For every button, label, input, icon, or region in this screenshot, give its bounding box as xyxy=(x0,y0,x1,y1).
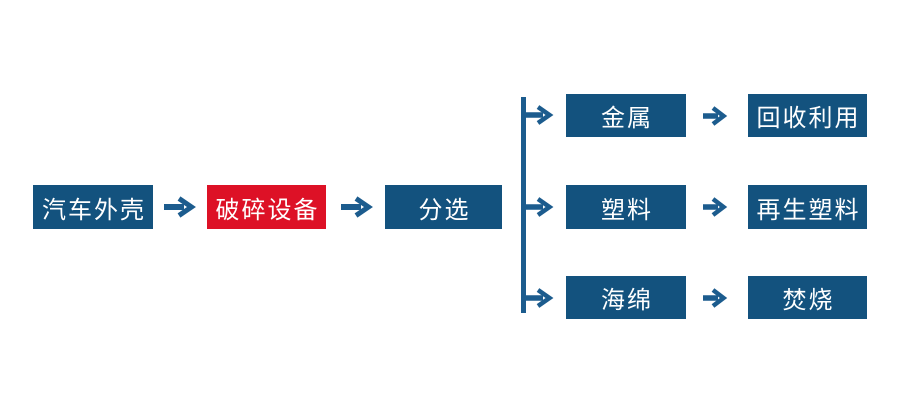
branch-arrow-right-icon xyxy=(526,105,554,125)
flow-node-label: 焚烧 xyxy=(782,286,835,314)
flow-node-label: 海绵 xyxy=(601,286,653,314)
flow-node-label: 金属 xyxy=(601,104,653,132)
arrow-right-icon xyxy=(164,196,196,218)
flow-node-recycled-plastic: 再生塑料 xyxy=(748,185,867,229)
flow-node-recycling: 回收利用 xyxy=(748,94,867,137)
flow-node-plastic: 塑料 xyxy=(566,185,686,229)
flow-node-label: 汽车外壳 xyxy=(42,195,146,224)
arrow-right-icon xyxy=(703,106,728,126)
flow-node-label: 塑料 xyxy=(601,195,653,224)
flow-node-metal: 金属 xyxy=(566,94,686,137)
flow-node-sorting: 分选 xyxy=(385,185,502,229)
flow-node-label: 破碎设备 xyxy=(215,195,320,224)
arrow-right-icon xyxy=(703,197,728,217)
flow-node-sponge: 海绵 xyxy=(566,276,686,319)
arrow-right-icon xyxy=(341,196,373,218)
flow-node-label: 分选 xyxy=(418,195,471,224)
branch-trunk-line xyxy=(521,97,526,313)
branch-arrow-right-icon xyxy=(526,288,554,308)
flow-node-label: 回收利用 xyxy=(756,104,861,132)
flow-node-car-shell: 汽车外壳 xyxy=(33,185,153,229)
flow-node-incineration: 焚烧 xyxy=(748,276,867,319)
branch-arrow-right-icon xyxy=(526,197,554,217)
arrow-right-icon xyxy=(703,288,728,308)
flow-node-label: 再生塑料 xyxy=(756,195,861,224)
flow-node-crushing-equipment: 破碎设备 xyxy=(207,185,326,229)
